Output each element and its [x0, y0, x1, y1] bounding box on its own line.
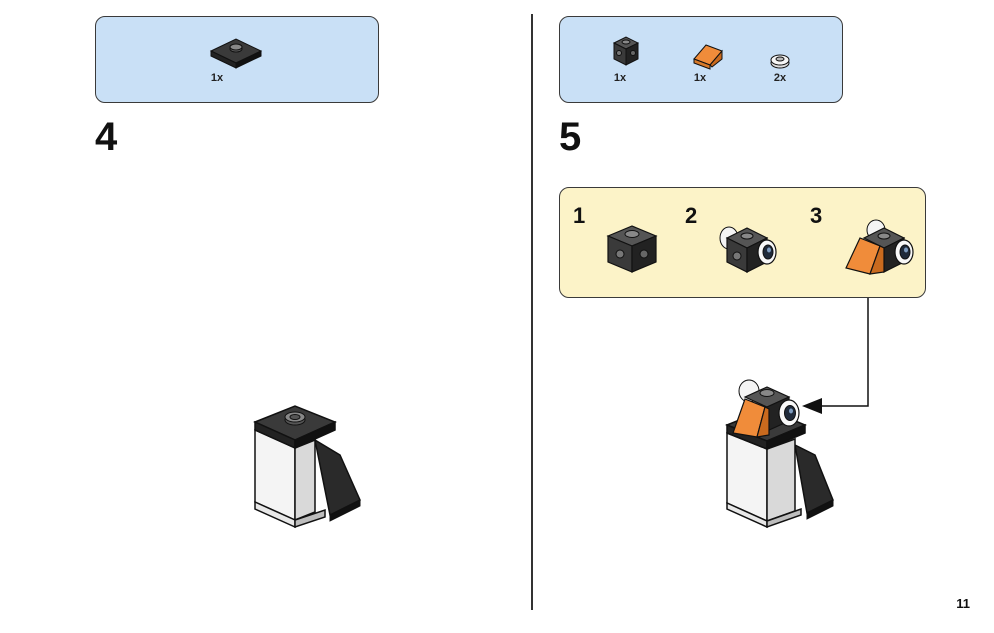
page-divider	[531, 14, 533, 610]
step4-parts-box: 1x	[95, 16, 379, 103]
substep-number: 2	[685, 203, 698, 228]
jumper-plate-icon	[209, 38, 263, 69]
part-qty: 1x	[613, 72, 627, 84]
attach-arrow-icon	[802, 298, 869, 414]
substep-number: 1	[573, 203, 586, 228]
step4-assembly-model	[253, 405, 361, 529]
step5-parts-box: 1x 1x 2x	[559, 16, 843, 103]
substep-number: 3	[810, 203, 823, 228]
white-round-plate-icon	[770, 54, 790, 69]
step5-assembly-model	[724, 379, 834, 529]
part-qty: 1x	[693, 72, 707, 84]
dark-brick-studs-icon	[612, 36, 640, 66]
step-number: 4	[95, 115, 118, 159]
step-number: 5	[559, 115, 582, 159]
orange-slope-icon	[693, 44, 723, 70]
substep-box: 1 2 3	[559, 187, 926, 298]
substep1-dark-brick	[606, 225, 658, 273]
substep3-brick-with-slope	[845, 219, 914, 275]
part-qty: 2x	[773, 72, 787, 84]
page-number: 11	[956, 596, 970, 611]
substep2-brick-with-rounds	[719, 226, 777, 273]
part-qty: 1x	[210, 72, 224, 84]
